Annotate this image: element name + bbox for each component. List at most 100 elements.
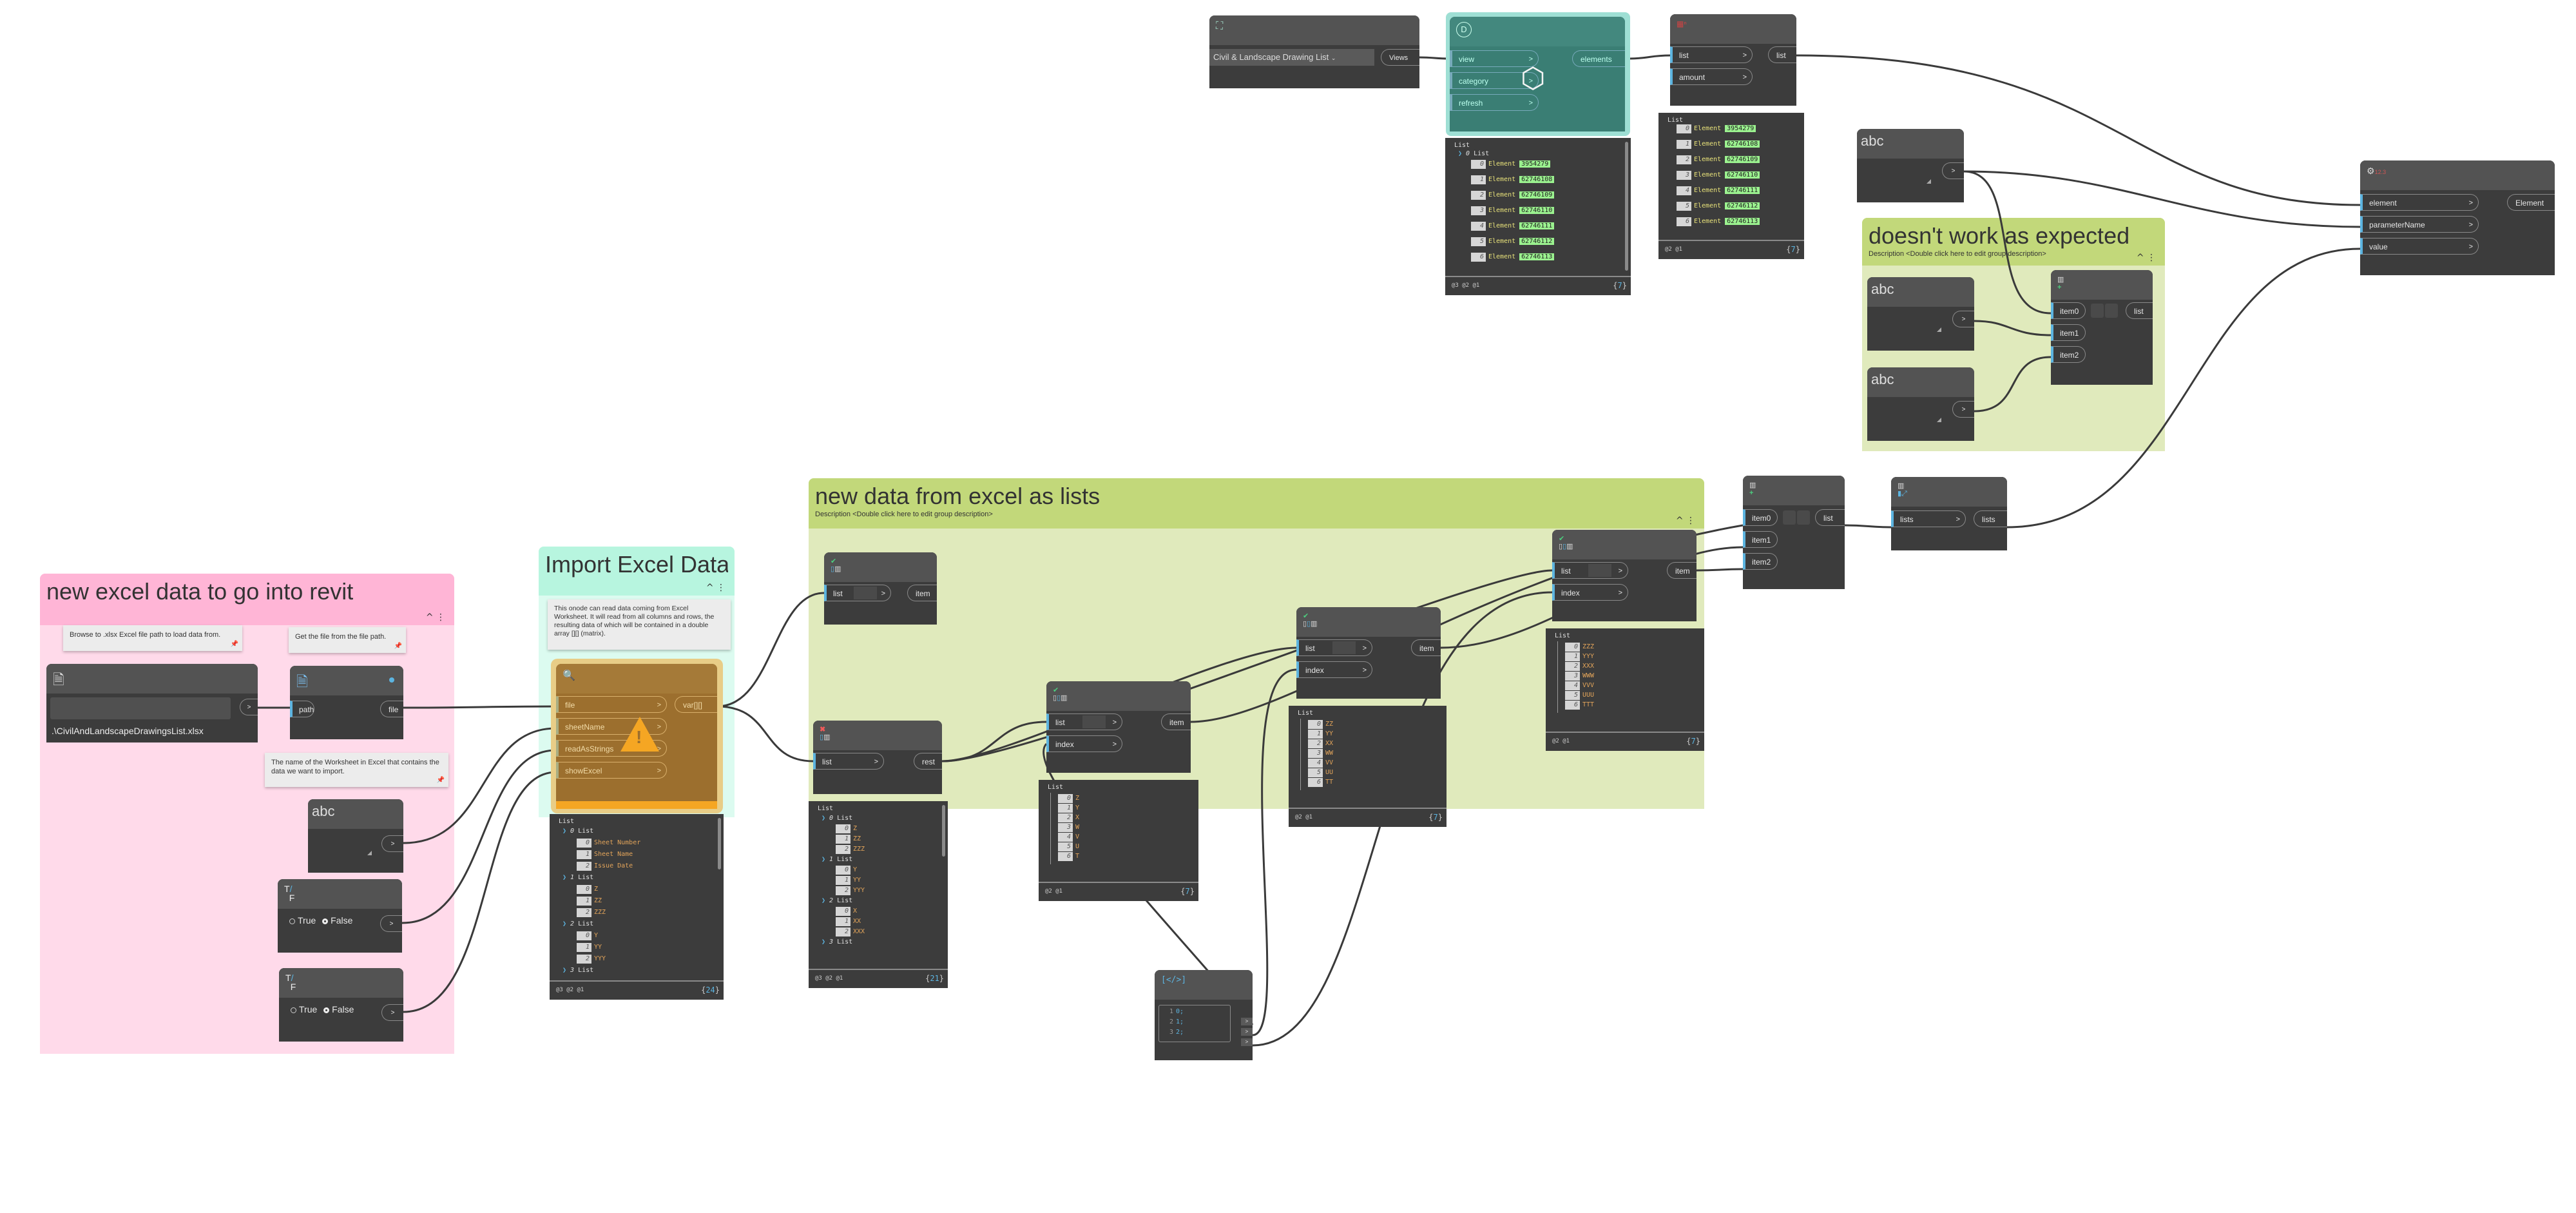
- port-element-out[interactable]: Element: [2507, 194, 2555, 211]
- expand-chevron-icon[interactable]: ❯: [822, 938, 830, 946]
- get-item-at-index-node-3[interactable]: ✔▯▯▥ list> index> item: [1552, 530, 1697, 621]
- transpose-node[interactable]: ▥▮⤢ lists> lists: [1891, 477, 2007, 550]
- import-excel-node[interactable]: 🔍 file> sheetName> readAsStrings> showEx…: [556, 664, 717, 809]
- expand-chevron-icon[interactable]: ❯: [1458, 150, 1466, 157]
- port-item2[interactable]: item2: [1743, 553, 1778, 570]
- scrollbar[interactable]: [718, 818, 721, 869]
- port-index[interactable]: index>: [1046, 735, 1122, 752]
- port-category[interactable]: category>: [1450, 72, 1539, 89]
- first-item-node[interactable]: ✔▯▥ list> item: [824, 552, 937, 625]
- element-id[interactable]: 62746112: [1519, 238, 1555, 245]
- expand-chevron-icon[interactable]: ❯: [822, 815, 830, 822]
- wire[interactable]: [1419, 56, 1450, 60]
- index-stepper[interactable]: [1332, 641, 1356, 654]
- index-stepper[interactable]: [854, 587, 877, 599]
- collapse-chevron-icon[interactable]: ^ ⋮: [425, 612, 445, 623]
- port-item[interactable]: item: [907, 585, 937, 601]
- file-path-input[interactable]: [50, 697, 231, 719]
- scrollbar[interactable]: [1625, 142, 1628, 271]
- group-description[interactable]: Description <Double click here to edit g…: [1869, 250, 2046, 258]
- port-item[interactable]: item: [1667, 562, 1697, 579]
- port-string-out[interactable]: >: [1942, 162, 1964, 179]
- index-stepper[interactable]: [1082, 715, 1106, 728]
- resize-grip-icon[interactable]: [1937, 327, 1941, 332]
- port-amount[interactable]: amount>: [1670, 68, 1753, 85]
- file-from-path-node[interactable]: 🗎 path file: [290, 666, 403, 739]
- note-browse[interactable]: Browse to .xlsx Excel file path to load …: [63, 625, 242, 651]
- sublist-header[interactable]: ❯ 0 List: [562, 827, 593, 836]
- element-id[interactable]: 62746108: [1725, 141, 1760, 148]
- all-elements-in-view-node[interactable]: D view> category> refresh> elements ⬡: [1450, 17, 1625, 131]
- port-show-excel[interactable]: showExcel>: [556, 762, 667, 779]
- expand-chevron-icon[interactable]: ❯: [822, 897, 830, 904]
- port-list-out[interactable]: list: [1815, 509, 1845, 526]
- note-import-description[interactable]: This onode can read data coming from Exc…: [548, 599, 731, 650]
- port-list[interactable]: list>: [1046, 713, 1122, 730]
- element-id[interactable]: 62746109: [1725, 156, 1760, 163]
- port-lists[interactable]: lists>: [1891, 510, 1966, 527]
- element-id[interactable]: 62746111: [1519, 222, 1555, 229]
- collapse-chevron-icon[interactable]: ^ ⋮: [2136, 253, 2156, 263]
- element-id[interactable]: 62746108: [1519, 176, 1555, 183]
- port-file[interactable]: file>: [556, 696, 667, 713]
- sublist-header[interactable]: ❯ 1 List: [562, 873, 593, 882]
- element-id[interactable]: 62746111: [1725, 187, 1760, 194]
- port-string-out[interactable]: >: [381, 835, 403, 852]
- sublist-header[interactable]: ❯ 2 List: [822, 897, 852, 906]
- port-item0[interactable]: item0: [1743, 509, 1778, 526]
- port-index[interactable]: index>: [1552, 584, 1628, 601]
- wire[interactable]: [1844, 524, 1892, 529]
- resize-grip-icon[interactable]: [1937, 418, 1941, 422]
- port-out-2[interactable]: >: [1241, 1038, 1253, 1046]
- port-string-out[interactable]: >: [1952, 401, 1974, 418]
- collapse-chevron-icon[interactable]: ^ ⋮: [1675, 516, 1695, 526]
- sublist-header[interactable]: ❯ 0 List: [1458, 150, 1489, 159]
- list-create-node-2[interactable]: ▥+ item0 item1 item2 list: [2051, 270, 2153, 385]
- string-node-3[interactable]: abc >: [1867, 277, 1974, 351]
- port-views[interactable]: Views: [1381, 49, 1419, 66]
- scrollbar[interactable]: [942, 805, 945, 857]
- get-item-at-index-node-1[interactable]: ✔▯▯▥ list> index> item: [1046, 681, 1191, 773]
- port-out-0[interactable]: >: [1241, 1018, 1253, 1025]
- string-node-parameter-name[interactable]: abc >: [1857, 129, 1964, 202]
- add-input-button[interactable]: [1783, 510, 1796, 525]
- expand-chevron-icon[interactable]: ❯: [562, 920, 571, 927]
- radio-false[interactable]: [323, 1007, 330, 1013]
- boolean-node-show-excel[interactable]: T/ F True False >: [279, 968, 403, 1042]
- radio-true[interactable]: [289, 918, 295, 924]
- port-refresh[interactable]: refresh>: [1450, 94, 1539, 111]
- port-item0[interactable]: item0: [2051, 302, 2086, 319]
- sublist-header[interactable]: ❯ 3 List: [562, 966, 593, 975]
- port-item1[interactable]: item1: [1743, 531, 1778, 548]
- set-parameter-by-name-node[interactable]: ⚙12.3 element> parameterName> value> Ele…: [2360, 160, 2555, 275]
- port-list[interactable]: list>: [1670, 46, 1753, 63]
- expand-chevron-icon[interactable]: ❯: [562, 874, 571, 881]
- element-id[interactable]: 62746113: [1725, 218, 1760, 225]
- port-value[interactable]: value>: [2360, 238, 2479, 255]
- port-parameter-name[interactable]: parameterName>: [2360, 216, 2479, 233]
- port-bool-out[interactable]: >: [381, 1004, 403, 1021]
- expand-chevron-icon[interactable]: ❯: [562, 967, 571, 974]
- collapse-chevron-icon[interactable]: ^ ⋮: [706, 583, 726, 593]
- port-list[interactable]: list>: [824, 585, 891, 601]
- radio-false[interactable]: [322, 918, 329, 924]
- remove-input-button[interactable]: [2105, 304, 2118, 318]
- element-id[interactable]: 62746112: [1725, 202, 1760, 209]
- element-id[interactable]: 62746109: [1519, 191, 1555, 199]
- resize-grip-icon[interactable]: [1927, 179, 1931, 184]
- element-id[interactable]: 3954279: [1519, 160, 1551, 168]
- expand-chevron-icon[interactable]: ❯: [822, 856, 830, 863]
- element-id[interactable]: 3954279: [1725, 125, 1756, 132]
- radio-true[interactable]: [291, 1007, 296, 1013]
- browse-button[interactable]: >: [240, 699, 258, 715]
- index-stepper[interactable]: [1588, 564, 1611, 577]
- string-node-sheet-name[interactable]: abc >: [308, 799, 403, 873]
- note-get-file[interactable]: Get the file from the file path.📌: [289, 627, 406, 653]
